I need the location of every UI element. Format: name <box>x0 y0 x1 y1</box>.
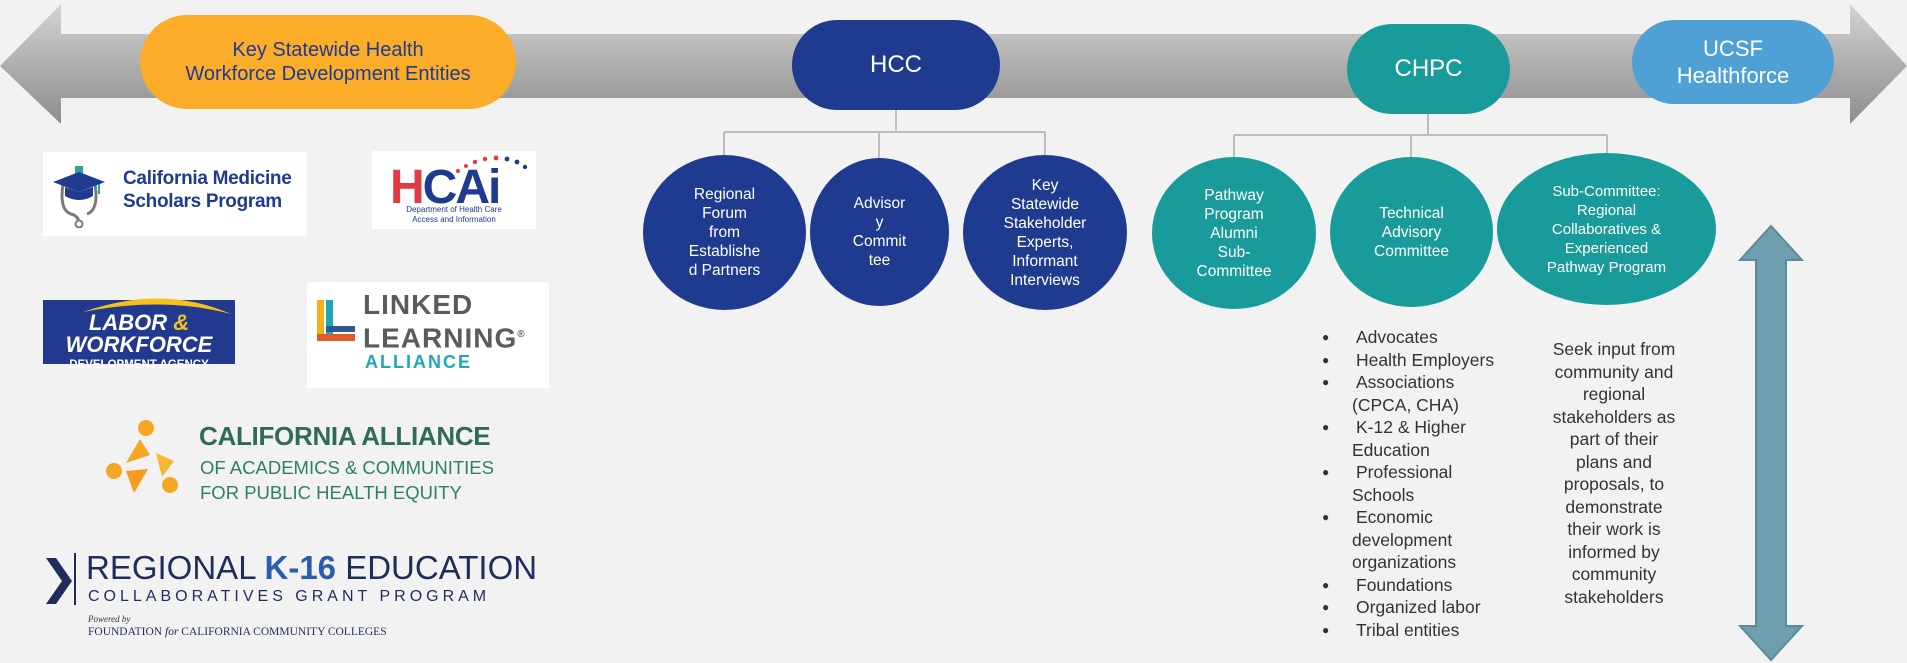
k16-title-k: K-16 <box>264 549 337 586</box>
stakeholder-experts-node: Key Statewide Stakeholder Experts, Infor… <box>963 155 1127 310</box>
regional-collaboratives-line: Experienced <box>1564 239 1649 257</box>
pathway-alumni-line: Alumni <box>1210 224 1258 242</box>
regional-collaboratives-line: Pathway Program <box>1546 258 1667 276</box>
pathway-alumni-line: Pathway <box>1204 186 1264 204</box>
chpc-connector <box>1233 114 1608 160</box>
stakeholder-experts-line: Experts, <box>1016 233 1074 251</box>
lla-learning: LEARNING <box>363 322 518 354</box>
regional-collaboratives-line: Regional <box>1576 201 1637 219</box>
pathway-alumni-line: Sub- <box>1217 243 1251 261</box>
stakeholder-experts-line: Key <box>1031 176 1059 194</box>
technical-advisory-line: Advisory <box>1381 223 1442 241</box>
hcai-dots-icon <box>456 155 528 173</box>
chpc-label: CHPC <box>1394 55 1463 83</box>
cmsp-logo: California Medicine Scholars Program <box>43 152 307 236</box>
stakeholder-experts-line: Stakeholder <box>1003 214 1087 232</box>
pathway-alumni-node: Pathway Program Alumni Sub- Committee <box>1152 157 1316 309</box>
list-item: Advocates <box>1322 326 1522 349</box>
k16-foundation-for: for <box>165 626 179 638</box>
lla-registered: ® <box>517 329 526 340</box>
stakeholder-experts-line: Interviews <box>1010 271 1080 289</box>
k16-foundation-a: FOUNDATION <box>88 626 165 638</box>
regional-collaboratives-line: Sub-Committee: <box>1552 182 1661 200</box>
key-entities-line-1: Key Statewide Health <box>232 38 424 61</box>
hcai-mark: HCAi <box>390 161 501 214</box>
technical-advisory-node: Technical Advisory Committee <box>1330 157 1493 307</box>
lwda-agency: DEVELOPMENT AGENCY <box>69 359 209 371</box>
k16-title-pre: REGIONAL <box>86 549 265 586</box>
regional-forum-line: d Partners <box>688 262 761 279</box>
list-item: Health Employers <box>1322 349 1522 372</box>
chpc-pill: CHPC <box>1347 24 1510 114</box>
regional-collaboratives-node: Sub-Committee: Regional Collaboratives &… <box>1497 153 1716 305</box>
linked-learning-mark-icon <box>317 300 355 341</box>
graduation-cap-stethoscope-icon <box>53 166 105 228</box>
advisory-committee-line: Commit <box>852 233 907 250</box>
hcc-label: HCC <box>870 51 922 79</box>
linked-learning-logo: LINKED LEARNING® ALLIANCE <box>307 282 549 388</box>
hcc-pill: HCC <box>792 20 1000 110</box>
lwda-labor: LABOR <box>88 310 168 335</box>
lwda-swoosh-icon <box>83 298 231 314</box>
stakeholder-experts-line: Informant <box>1012 252 1078 270</box>
key-entities-pill: Key Statewide Health Workforce Developme… <box>140 15 516 109</box>
hcai-sub-line-2: Access and Information <box>412 215 496 224</box>
hcai-sub-line-1: Department of Health Care <box>406 205 502 214</box>
cmsp-line-1: California Medicine <box>123 168 292 189</box>
lla-linked: LINKED <box>363 289 474 320</box>
lla-alliance: ALLIANCE <box>365 352 472 372</box>
hcc-connector <box>723 110 1046 160</box>
ucsf-pill: UCSF Healthforce <box>1632 20 1834 104</box>
caace-logo: CALIFORNIA ALLIANCE OF ACADEMICS & COMMU… <box>104 415 524 505</box>
advisory-committee-line: Advisor <box>853 195 906 212</box>
vertical-double-arrow <box>1737 224 1805 662</box>
caace-line-1: CALIFORNIA ALLIANCE <box>199 421 491 451</box>
list-item: Associations(CPCA, CHA) <box>1322 371 1522 416</box>
technical-advisory-line: Committee <box>1374 242 1449 260</box>
k16-subtitle: COLLABORATIVES GRANT PROGRAM <box>88 588 491 605</box>
advisory-committee-node: Advisor y Commit tee <box>810 158 949 306</box>
pathway-alumni-line: Committee <box>1196 262 1272 280</box>
lwda-logo: LABOR & WORKFORCE DEVELOPMENT AGENCY <box>43 290 235 374</box>
stakeholder-experts-line: Statewide <box>1010 195 1080 213</box>
list-item: Organized labor <box>1322 596 1522 619</box>
caace-line-2: OF ACADEMICS & COMMUNITIES <box>200 457 494 478</box>
ucsf-line-1: UCSF <box>1703 36 1763 61</box>
regional-forum-line: Regional <box>693 186 756 203</box>
list-item: Tribal entities <box>1322 619 1522 642</box>
ucsf-line-2: Healthforce <box>1676 63 1790 88</box>
regional-forum-line: from <box>708 224 740 241</box>
regional-forum-node: Regional Forum from Establishe d Partner… <box>643 155 806 310</box>
k16-title-post: EDUCATION <box>336 549 538 586</box>
hcai-logo: HCAi Department of Health Care Access an… <box>372 151 536 229</box>
advisory-committee-line: y <box>875 214 884 231</box>
caace-line-3: FOR PUBLIC HEALTH EQUITY <box>200 482 462 503</box>
regional-forum-line: Forum <box>702 205 747 222</box>
lwda-amp: & <box>173 310 190 335</box>
advisory-committee-line: tee <box>868 252 891 269</box>
regional-forum-line: Establishe <box>688 243 761 260</box>
key-entities-line-2: Workforce Development Entities <box>185 63 471 85</box>
pathway-alumni-line: Program <box>1204 205 1264 223</box>
k16-powered: Powered by <box>88 614 131 624</box>
stakeholder-list: Advocates Health Employers Associations(… <box>1322 326 1522 641</box>
k16-chevron-icon <box>46 558 72 604</box>
cmsp-line-2: Scholars Program <box>123 191 282 212</box>
regional-collaboratives-line: Collaboratives & <box>1551 220 1662 238</box>
caace-mark-icon <box>106 420 178 493</box>
lwda-workforce: WORKFORCE <box>65 332 213 357</box>
list-item: Foundations <box>1322 574 1522 597</box>
k16-foundation-b: CALIFORNIA COMMUNITY COLLEGES <box>178 626 387 638</box>
technical-advisory-line: Technical <box>1379 204 1444 222</box>
k16-logo: REGIONAL K-16 EDUCATION COLLABORATIVES G… <box>44 550 544 642</box>
